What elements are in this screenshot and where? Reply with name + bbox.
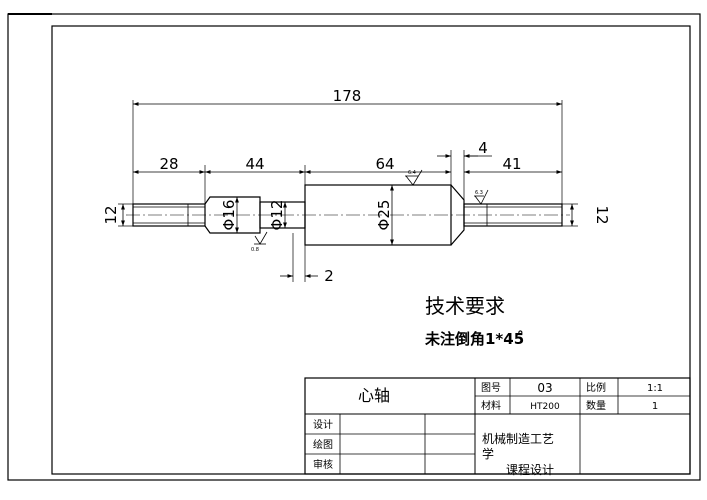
dim-diameter-16: Φ16	[220, 200, 238, 231]
roughness-symbol-3: 6.3	[474, 189, 489, 205]
drawing-no-value: 03	[537, 381, 552, 395]
dim-diameter-12: Φ12	[268, 200, 286, 231]
scale-value: 1:1	[647, 383, 663, 394]
draw-label: 绘图	[313, 438, 333, 451]
design-label: 设计	[313, 418, 333, 431]
dim-overall-length: 178	[333, 87, 362, 105]
dim-diameter-25: Φ25	[375, 200, 393, 231]
roughness-value-3: 6.3	[475, 190, 483, 196]
qty-label: 数量	[586, 399, 606, 412]
scale-label: 比例	[586, 381, 606, 394]
dim-shoulder-gap: 2	[324, 267, 334, 285]
material-value: HT200	[530, 402, 560, 412]
dim-seg1-length: 28	[159, 155, 178, 173]
dim-seg5-length: 41	[502, 155, 521, 173]
outer-border	[7, 13, 701, 481]
dim-left-diameter: 12	[102, 205, 120, 224]
roughness-symbol-1: 0.8	[251, 231, 268, 253]
roughness-value-1: 0.8	[251, 247, 259, 253]
notes-heading: 技术要求	[425, 294, 505, 318]
title-block	[304, 377, 691, 475]
dim-seg2-length: 44	[245, 155, 264, 173]
dim-right-diameter: 12	[593, 205, 611, 224]
review-label: 审核	[313, 458, 333, 471]
qty-value: 1	[652, 401, 658, 412]
extension-lines	[118, 100, 578, 282]
drawing-no-label: 图号	[481, 382, 501, 394]
dim-seg4-length: 4	[478, 139, 488, 157]
material-label: 材料	[481, 399, 501, 412]
school-line-1: 机械制造工艺	[482, 431, 554, 446]
dimension-lines	[121, 102, 574, 278]
roughness-symbol-2: 6.4	[405, 169, 423, 186]
roughness-value-2: 6.4	[408, 170, 416, 176]
dim-seg3-length: 64	[375, 155, 394, 173]
school-line-2: 学	[482, 446, 494, 461]
notes-chamfer: 未注倒角1*45̊	[424, 330, 524, 348]
part-name: 心轴	[358, 386, 390, 405]
course-name: 课程设计	[506, 462, 554, 477]
